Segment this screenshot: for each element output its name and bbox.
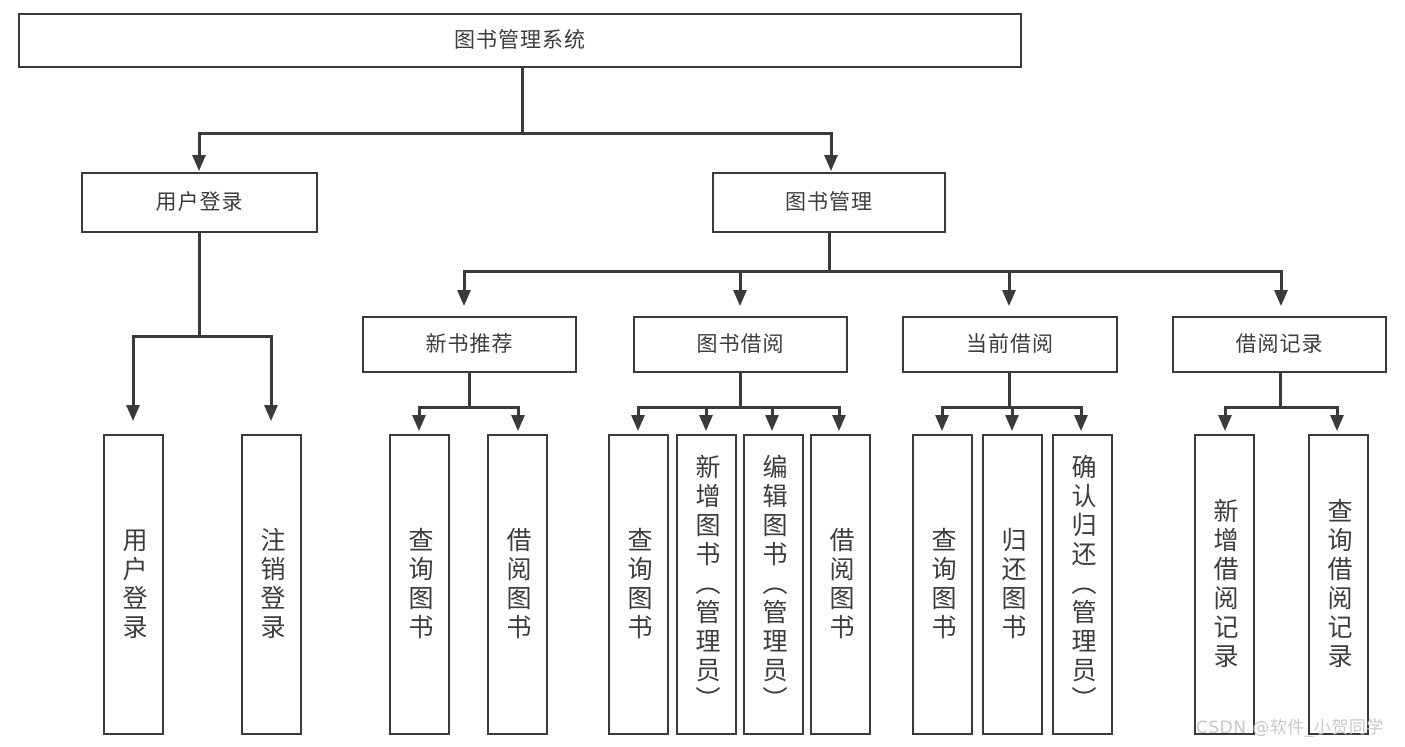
node-user-login[interactable]: 用户登录	[81, 172, 318, 233]
arrow-root-to-user-login	[192, 155, 206, 171]
arrow-user-login-leaf-1	[126, 405, 140, 421]
connector-book-mgmt-drop-2	[739, 270, 742, 292]
arrow-current-borrow-leaf-2	[1005, 415, 1019, 431]
connector-current-borrow-drop-3	[1080, 406, 1083, 418]
connector-user-login-drop-2	[270, 335, 273, 407]
connector-records-drop-2	[1336, 406, 1339, 418]
node-current-borrow[interactable]: 当前借阅	[902, 316, 1118, 373]
leaf-return-book[interactable]: 归还图书	[982, 434, 1043, 735]
leaf-borrow-book-newbook[interactable]: 借阅图书	[487, 434, 548, 735]
arrow-book-mgmt-child-4	[1274, 290, 1288, 306]
leaf-user-login[interactable]: 用户登录	[103, 434, 164, 735]
connector-book-borrow-stem	[739, 373, 742, 409]
connector-book-mgmt-drop-3	[1008, 270, 1011, 292]
connector-records-drop-1	[1224, 406, 1227, 418]
node-label: 注销登录	[257, 526, 286, 643]
node-label: 归还图书	[998, 526, 1027, 643]
connector-root-to-user-login	[198, 132, 201, 157]
node-book-management[interactable]: 图书管理	[712, 172, 946, 233]
connector-book-borrow-drop-1	[637, 406, 640, 418]
connector-book-borrow-drop-3	[771, 406, 774, 418]
node-label: 当前借阅	[966, 332, 1054, 357]
node-label: 借阅图书	[826, 526, 855, 643]
node-borrow-records[interactable]: 借阅记录	[1172, 316, 1387, 373]
connector-book-mgmt-drop-4	[1280, 270, 1283, 292]
leaf-query-book-newbook[interactable]: 查询图书	[389, 434, 450, 735]
leaf-edit-book-admin[interactable]: 编辑图书（管理员）	[743, 434, 804, 735]
arrow-book-borrow-leaf-2	[699, 415, 713, 431]
leaf-add-book-admin[interactable]: 新增图书（管理员）	[676, 434, 737, 735]
leaf-query-borrow-record[interactable]: 查询借阅记录	[1308, 434, 1369, 735]
connector-new-book-stem	[468, 373, 471, 409]
arrow-book-mgmt-child-3	[1002, 290, 1016, 306]
node-label: 用户登录	[155, 190, 244, 215]
node-book-borrow[interactable]: 图书借阅	[633, 316, 848, 373]
leaf-query-book-borrow[interactable]: 查询图书	[608, 434, 669, 735]
connector-book-borrow-bar	[637, 406, 841, 409]
arrow-book-borrow-leaf-3	[765, 415, 779, 431]
leaf-add-borrow-record[interactable]: 新增借阅记录	[1194, 434, 1255, 735]
node-label: 确认归还（管理员）	[1068, 454, 1097, 715]
arrow-book-mgmt-child-1	[457, 290, 471, 306]
node-label: 图书管理系统	[454, 28, 586, 53]
node-label: 用户登录	[119, 526, 148, 643]
node-root-library-system[interactable]: 图书管理系统	[18, 13, 1022, 68]
arrow-book-borrow-leaf-1	[631, 415, 645, 431]
connector-new-book-bar	[418, 406, 520, 409]
node-label: 查询图书	[405, 526, 434, 643]
connector-user-login-bar	[132, 335, 270, 338]
arrow-new-book-leaf-2	[511, 415, 525, 431]
arrow-new-book-leaf-1	[412, 415, 426, 431]
connector-current-borrow-drop-2	[1011, 406, 1014, 418]
connector-current-borrow-drop-1	[941, 406, 944, 418]
connector-root-stem	[521, 68, 524, 134]
connector-book-borrow-drop-4	[838, 406, 841, 418]
arrow-book-mgmt-child-2	[733, 290, 747, 306]
connector-new-book-drop-1	[418, 406, 421, 418]
arrow-current-borrow-leaf-3	[1074, 415, 1088, 431]
connector-user-login-drop-1	[132, 335, 135, 407]
connector-user-login-stem	[198, 233, 201, 337]
arrow-book-borrow-leaf-4	[832, 415, 846, 431]
connector-records-bar	[1224, 406, 1338, 409]
leaf-borrow-book[interactable]: 借阅图书	[810, 434, 871, 735]
node-label: 查询图书	[624, 526, 653, 643]
node-label: 图书管理	[785, 190, 873, 215]
node-label: 编辑图书（管理员）	[759, 454, 788, 715]
node-new-book-recommend[interactable]: 新书推荐	[362, 316, 577, 373]
connector-book-mgmt-stem	[828, 233, 831, 272]
arrow-records-leaf-1	[1218, 415, 1232, 431]
node-label: 借阅记录	[1235, 332, 1324, 357]
connector-book-borrow-drop-2	[705, 406, 708, 418]
arrow-root-to-book-mgmt	[824, 155, 838, 171]
connector-root-bar	[198, 132, 833, 135]
arrow-records-leaf-2	[1330, 415, 1344, 431]
arrow-current-borrow-leaf-1	[935, 415, 949, 431]
connector-new-book-drop-2	[517, 406, 520, 418]
connector-current-borrow-stem	[1008, 373, 1011, 409]
node-label: 新书推荐	[425, 332, 514, 357]
connector-book-mgmt-drop-1	[463, 270, 466, 292]
leaf-logout[interactable]: 注销登录	[241, 434, 302, 735]
node-label: 查询图书	[928, 526, 957, 643]
leaf-query-book-current[interactable]: 查询图书	[912, 434, 973, 735]
connector-root-to-book-mgmt	[830, 132, 833, 157]
node-label: 图书借阅	[696, 332, 785, 357]
connector-records-stem	[1279, 373, 1282, 409]
node-label: 新增图书（管理员）	[692, 454, 721, 715]
node-label: 查询借阅记录	[1324, 497, 1353, 672]
node-label: 新增借阅记录	[1210, 497, 1239, 672]
connector-book-mgmt-bar	[463, 270, 1283, 273]
node-label: 借阅图书	[503, 526, 532, 643]
leaf-confirm-return-admin[interactable]: 确认归还（管理员）	[1052, 434, 1113, 735]
arrow-user-login-leaf-2	[264, 405, 278, 421]
